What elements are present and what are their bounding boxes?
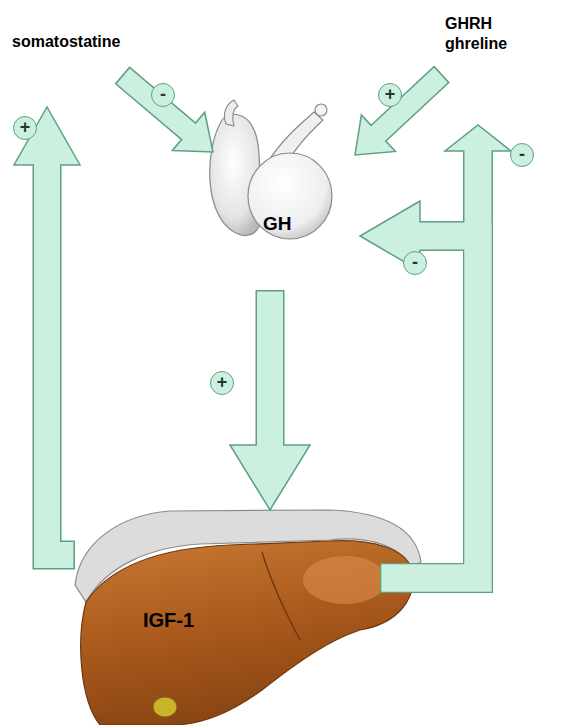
hormone-source: somatostatine bbox=[10, 30, 140, 107]
hormone-source: GHRH ghreline bbox=[442, 12, 560, 125]
node-label: GHRH ghreline bbox=[445, 14, 523, 54]
node-label: IGF-1 bbox=[143, 608, 194, 633]
arrow-connector bbox=[47, 163, 73, 555]
pituitary-gland: GH bbox=[205, 100, 360, 290]
arrow-outline bbox=[256, 290, 285, 447]
arrow-head bbox=[230, 445, 310, 510]
arrow-head-shape bbox=[230, 445, 310, 510]
connector-outlines bbox=[47, 74, 478, 578]
node-label: somatostatine bbox=[12, 32, 120, 52]
arrow-connector bbox=[382, 149, 478, 578]
node-label: GH bbox=[263, 212, 292, 236]
pituitary-posterior-lobe bbox=[248, 153, 332, 239]
arrow-connector bbox=[382, 236, 478, 578]
arrow-connector bbox=[123, 76, 190, 133]
connector-shafts bbox=[47, 75, 478, 578]
pituitary-horn bbox=[224, 100, 238, 126]
effect-sign: - bbox=[151, 83, 175, 107]
arrow-head bbox=[445, 125, 511, 151]
arrow-outline bbox=[122, 75, 190, 133]
effect-sign: + bbox=[210, 371, 234, 395]
pituitary-illustration bbox=[210, 100, 332, 239]
liver-fissure bbox=[262, 552, 300, 640]
effect-sign: - bbox=[403, 251, 427, 275]
arrow-head bbox=[14, 107, 80, 165]
arrow-head-shape bbox=[14, 107, 80, 165]
liver-illustration bbox=[75, 510, 421, 725]
liver-body bbox=[81, 541, 413, 725]
arrow-connector bbox=[257, 292, 283, 447]
arrow-head-shape bbox=[445, 125, 511, 151]
effect-sign: + bbox=[378, 83, 402, 107]
arrow-outline bbox=[377, 74, 442, 135]
arrow-connector bbox=[377, 75, 441, 134]
arrow-outline bbox=[380, 149, 478, 578]
gallbladder bbox=[153, 697, 177, 717]
liver-right-lobe-highlight bbox=[303, 556, 387, 604]
liver-organ: IGF-1 bbox=[75, 505, 380, 725]
arrow-outline bbox=[47, 163, 75, 555]
pituitary-stalk-tip bbox=[315, 104, 327, 116]
effect-sign: + bbox=[13, 116, 37, 140]
connector-heads bbox=[14, 107, 511, 510]
effect-sign: - bbox=[510, 143, 534, 167]
